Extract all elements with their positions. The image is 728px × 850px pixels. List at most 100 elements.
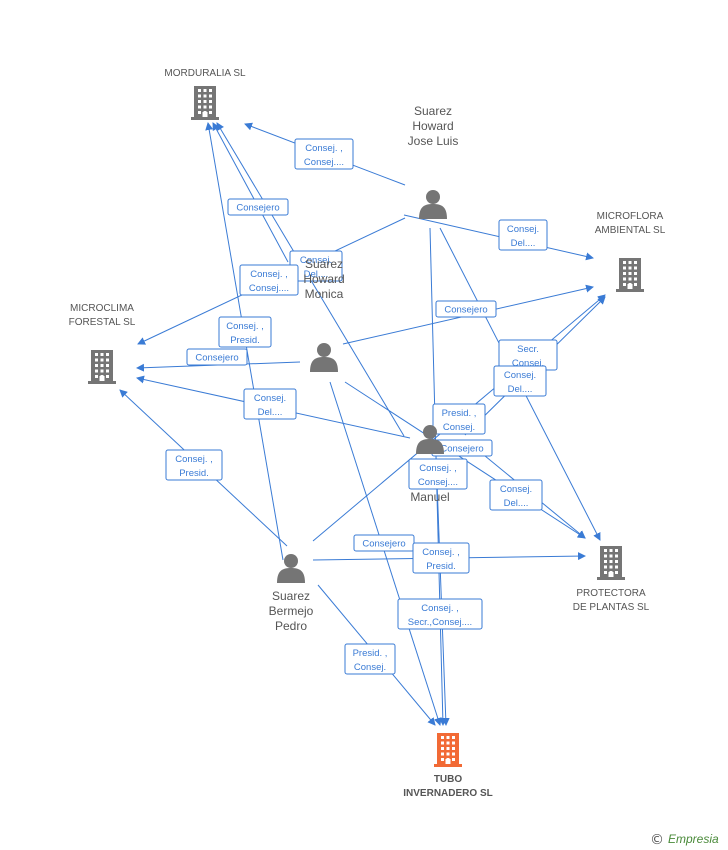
edge-label-text: Consej. , — [419, 463, 457, 474]
node-morduralia[interactable]: MORDURALIA SL — [164, 68, 246, 120]
edges — [119, 122, 606, 726]
node-microclima[interactable]: MICROCLIMA FORESTAL SL — [69, 303, 136, 384]
edge-label-text: Presid. — [230, 335, 260, 346]
copyright-symbol: © — [650, 832, 664, 848]
edge-label-box[interactable]: Consej. , Presid. — [218, 316, 272, 348]
edge-label-text: Consej. , — [250, 269, 288, 280]
edge-label-box[interactable]: Consejero — [186, 348, 248, 366]
edge-label-text: Consejero — [444, 305, 487, 316]
node-label: Jose Luis — [408, 134, 459, 148]
edge-label-text: Presid. — [179, 468, 209, 479]
edge-label-text: Consej.... — [249, 283, 289, 294]
edge-line — [212, 122, 289, 263]
edge-label-text: Consej. , — [422, 547, 460, 558]
edge-label-box[interactable]: Consej. Del.... — [498, 219, 548, 251]
edge-label-text: Consejero — [440, 444, 483, 455]
node-label: INVERNADERO SL — [403, 788, 492, 799]
building-icon — [597, 546, 625, 580]
node-manuel[interactable]: Manuel — [410, 425, 450, 504]
edge-label-text: Consej. — [500, 484, 532, 495]
edge-label-text: Consej. — [443, 422, 475, 433]
node-label: DE PLANTAS SL — [573, 602, 650, 613]
node-label: AMBIENTAL SL — [595, 225, 666, 236]
building-icon — [88, 350, 116, 384]
person-icon — [419, 190, 447, 219]
node-label: Monica — [305, 287, 344, 301]
edge-label-box[interactable]: Consej. Del.... — [493, 365, 547, 397]
node-tubo[interactable]: TUBO INVERNADERO SL — [403, 733, 493, 799]
edge-label-text: Del.... — [258, 407, 283, 418]
edge-label-box[interactable]: Consej. , Secr.,Consej.... — [397, 598, 483, 630]
node-label: Howard — [412, 119, 453, 133]
edge-label-box[interactable]: Consejero — [227, 198, 289, 216]
node-label: MORDURALIA SL — [164, 68, 246, 79]
edge-label-box[interactable]: Consej. Del.... — [289, 250, 343, 282]
node-label: Suarez — [414, 104, 452, 118]
edge-label-box[interactable]: Consej. Del.... — [243, 388, 297, 420]
building-icon — [616, 258, 644, 292]
edge-label-text: Consej.... — [418, 477, 458, 488]
person-icon — [416, 425, 444, 454]
footer: © Empresia — [650, 832, 719, 848]
edge-label-text: Consejero — [362, 539, 405, 550]
edge-label-box[interactable]: Consej. , Consej.... — [408, 458, 468, 490]
edge-labels: Consej. ,Consej....ConsejeroConsej.Del..… — [165, 138, 558, 675]
edge-label-text: Consej. , — [305, 143, 343, 154]
edge-label-text: Consej. — [512, 358, 544, 369]
node-label: Manuel — [410, 490, 449, 504]
edge-label-text: Del.... — [504, 498, 529, 509]
edge-label-text: Consejero — [195, 353, 238, 364]
edge-line — [329, 381, 442, 726]
edge-label-box[interactable]: Consejero — [435, 300, 497, 318]
edge-label-text: Del.... — [508, 384, 533, 395]
edge-label-text: Presid. , — [442, 408, 477, 419]
edge-label-text: Consej. , — [421, 603, 459, 614]
edge-label-text: Consej. — [507, 224, 539, 235]
building-icon — [191, 86, 219, 120]
edge-label-text: Consej. , — [175, 454, 213, 465]
edge-label-box[interactable]: Consej. , Consej.... — [294, 138, 354, 170]
node-label: PROTECTORA — [576, 588, 646, 599]
edge-label-text: Consej. — [254, 393, 286, 404]
node-protectora[interactable]: PROTECTORA DE PLANTAS SL — [573, 546, 650, 613]
edge-label-text: Secr.,Consej.... — [408, 617, 472, 628]
node-label: MICROFLORA — [597, 211, 664, 222]
edge-label-text: Presid. — [426, 561, 456, 572]
node-label: Bermejo — [269, 604, 314, 618]
edge-label-text: Consej. — [300, 255, 332, 266]
edge-label-box[interactable]: Consej. , Presid. — [412, 542, 470, 574]
node-label: Suarez — [272, 589, 310, 603]
person-icon — [310, 343, 338, 372]
edge-label-box[interactable]: Consej. , Consej.... — [239, 264, 299, 296]
edge-label-text: Del.... — [511, 238, 536, 249]
edge-label-text: Consej. — [504, 370, 536, 381]
edge-label-box[interactable]: Consejero — [353, 534, 415, 552]
node-label: MICROCLIMA — [70, 303, 134, 314]
person-icon — [277, 554, 305, 583]
edge-label-text: Presid. , — [353, 648, 388, 659]
node-label: Suarez — [305, 257, 343, 271]
edge-line — [435, 454, 450, 726]
edge-label-text: Consej.... — [304, 157, 344, 168]
node-microflora[interactable]: MICROFLORA AMBIENTAL SL — [595, 211, 666, 292]
edge-label-text: Del.... — [304, 269, 329, 280]
edge-label-text: Consejero — [236, 203, 279, 214]
node-label: FORESTAL SL — [69, 317, 136, 328]
edge-label-box[interactable]: Presid. , Consej. — [432, 403, 486, 435]
brand-logo: Empresia — [668, 832, 719, 846]
edge-label-text: Consej. , — [226, 321, 264, 332]
node-label: Howard — [303, 272, 344, 286]
edge-label-box[interactable]: Consej. Del.... — [489, 479, 543, 511]
edge-label-text: Secr. — [517, 344, 539, 355]
node-label: TUBO — [434, 774, 463, 785]
node-label: Pedro — [275, 619, 307, 633]
edge-label-text: Consej. — [354, 662, 386, 673]
edge-label-box[interactable]: Presid. , Consej. — [344, 643, 396, 675]
building-icon — [434, 733, 462, 767]
edge-label-box[interactable]: Consej. , Presid. — [165, 449, 223, 481]
